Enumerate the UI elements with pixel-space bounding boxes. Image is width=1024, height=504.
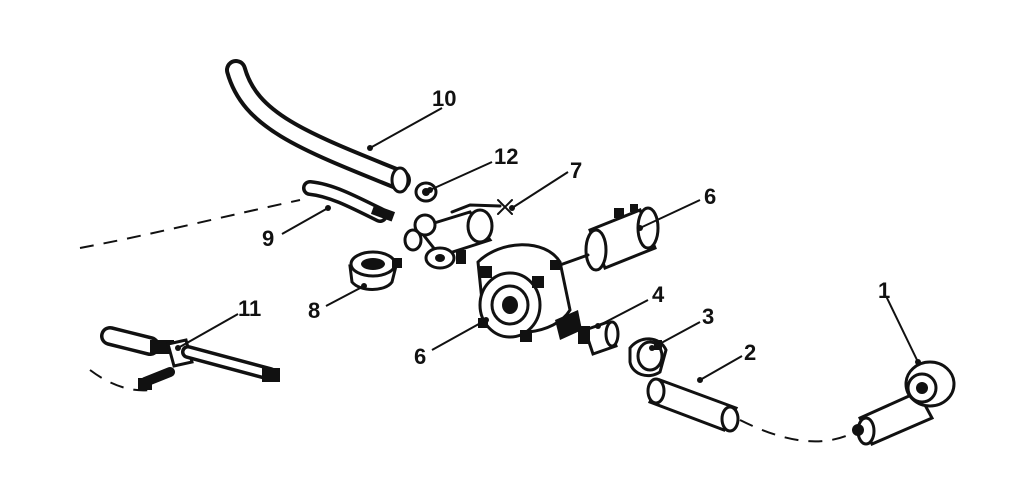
part-7-valve (403, 199, 513, 270)
part-11-spray-gun (100, 326, 280, 390)
part-8-cup (348, 250, 402, 291)
assembly-dashed-lines (79, 199, 856, 443)
callout-11: 11 (238, 296, 261, 321)
part-4-fitting (578, 320, 620, 356)
part-6-motor-housing (558, 204, 660, 272)
part-2-cylinder (646, 377, 740, 433)
callout-10: 10 (432, 86, 456, 111)
callout-7: 7 (570, 158, 582, 183)
callout-6-center: 6 (414, 344, 426, 369)
callout-6-upper: 6 (704, 184, 716, 209)
leader-lines (175, 107, 921, 383)
callout-3: 3 (702, 304, 714, 329)
callout-1: 1 (878, 278, 890, 303)
callout-12: 12 (494, 144, 518, 169)
callout-labels: 10 12 7 6 9 8 6 4 3 2 1 11 (238, 86, 890, 369)
part-3-elbow (628, 337, 668, 378)
part-10-bent-tube (225, 59, 411, 194)
callout-9: 9 (262, 226, 274, 251)
callout-4: 4 (652, 282, 665, 307)
callout-2: 2 (744, 340, 756, 365)
part-9-short-tube (302, 180, 396, 223)
part-1-suction-assembly (852, 360, 956, 446)
callout-8: 8 (308, 298, 320, 323)
part-12-clamp (414, 181, 438, 203)
part-6-pump-housing (476, 243, 582, 342)
